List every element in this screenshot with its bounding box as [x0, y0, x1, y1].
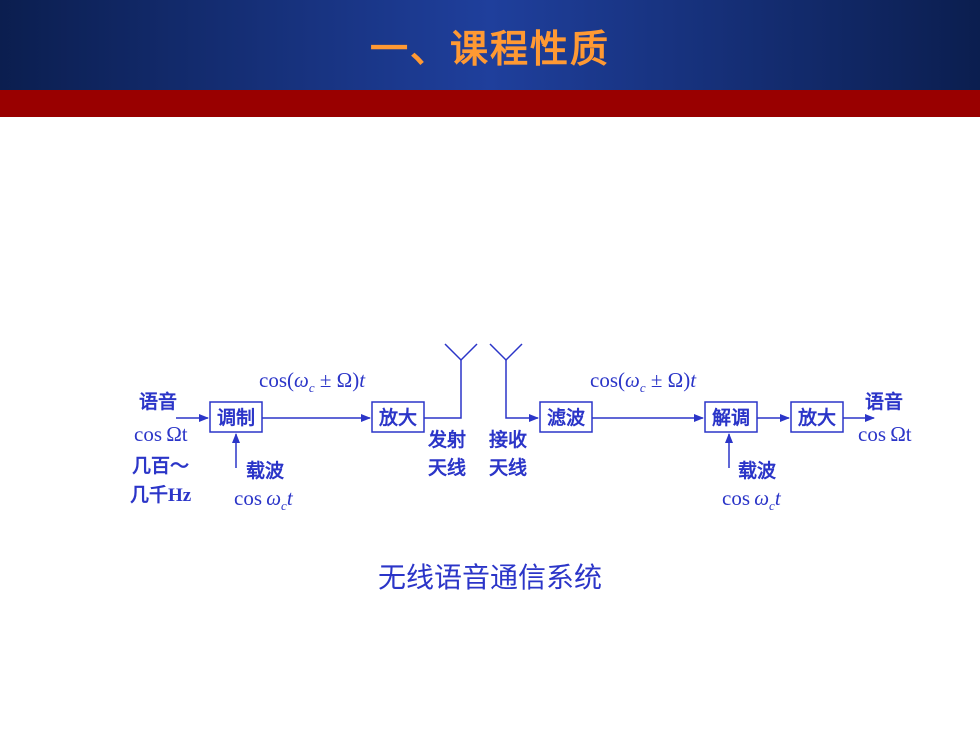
tx-antenna-icon [444, 343, 478, 362]
modulator-label: 调制 [217, 406, 255, 429]
input-range-line1: 几百～ [132, 455, 189, 477]
rx-antenna-icon [489, 343, 523, 362]
output-signal-math: cos Ωt [858, 422, 912, 446]
title-banner: 一、课程性质 [0, 0, 980, 90]
carrier-tx-math: cos ωct [234, 486, 294, 513]
rx-antenna-label-line1: 接收 [489, 428, 527, 451]
amp-to-tx-antenna-line [424, 360, 462, 419]
carrier-rx-label: 载波 [738, 459, 777, 482]
page-title: 一、课程性质 [369, 27, 610, 71]
rx-amplifier-block [790, 401, 844, 433]
output-voice-label: 语音 [865, 390, 903, 413]
modulator-block [209, 401, 263, 433]
red-divider-bar [0, 90, 980, 117]
tx-amplifier-block [371, 401, 425, 433]
rx-antenna-label-line2: 天线 [489, 456, 527, 479]
carrier-rx-math: cos ωct [722, 486, 782, 513]
diagram-caption: 无线语音通信系统 [377, 561, 602, 594]
rx-signal-math: cos(ωc ± Ω)t [590, 368, 697, 395]
filter-label: 滤波 [547, 406, 586, 429]
tx-amplifier-label: 放大 [378, 406, 417, 429]
tx-antenna-label-line2: 天线 [428, 456, 466, 479]
rx-antenna-to-filter-line [505, 360, 539, 422]
input-voice-label: 语音 [139, 390, 177, 413]
input-signal-math: cos Ωt [134, 422, 188, 446]
rx-amplifier-label: 放大 [797, 406, 836, 429]
demodulator-block [704, 401, 758, 433]
carrier-tx-label: 载波 [246, 459, 285, 482]
demodulator-label: 解调 [712, 406, 750, 429]
filter-block [539, 401, 593, 433]
tx-antenna-label-line1: 发射 [427, 428, 466, 451]
tx-signal-math: cos(ωc ± Ω)t [259, 368, 366, 395]
input-range-line2: 几千Hz [130, 484, 192, 506]
